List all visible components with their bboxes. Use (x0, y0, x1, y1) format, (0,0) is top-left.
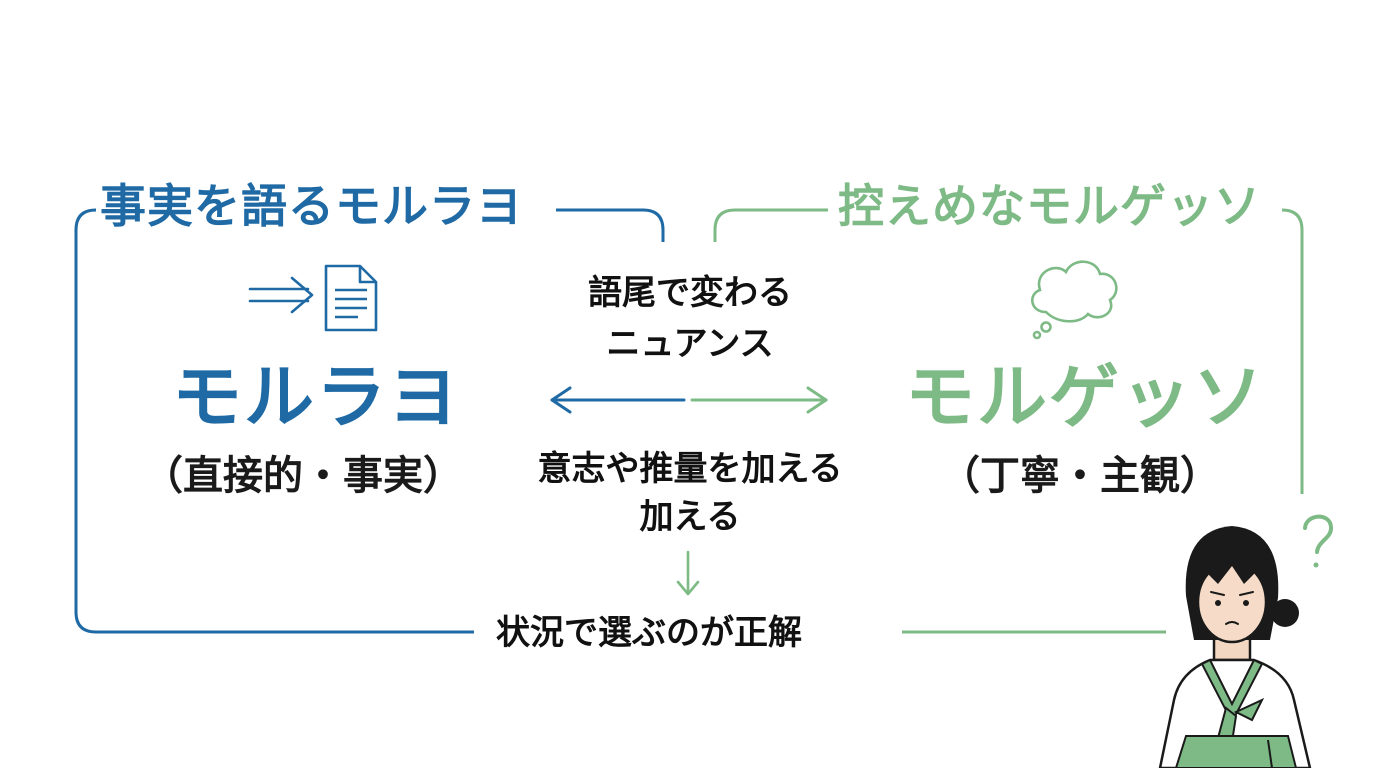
down-arrow (676, 550, 700, 596)
center-text-line-2: ニュアンス (606, 324, 774, 364)
right-sub-label: （丁寧・主観） (940, 453, 1220, 499)
left-main-label: モルラヨ (172, 356, 460, 438)
question-mark-icon (1303, 514, 1333, 568)
bottom-conclusion: 状況で選ぶのが正解 (496, 613, 802, 653)
double-arrow (550, 386, 828, 414)
center-text-line-3: 意志や推量を加える (537, 449, 843, 489)
right-frame-line (1281, 208, 1304, 494)
girl-illustration (1158, 526, 1312, 768)
center-text-line-1: 語尾で変わる (588, 273, 792, 313)
right-panel-title: 控えめなモルゲッソ (838, 179, 1261, 233)
left-panel-title: 事実を語るモルラヨ (100, 179, 523, 233)
thought-cloud-icon (1031, 260, 1118, 340)
left-frame-line (74, 208, 474, 634)
arrow-right-icon (248, 276, 314, 314)
right-main-label: モルゲッソ (905, 356, 1265, 438)
right-frame-top-line (713, 208, 828, 242)
document-icon (324, 264, 378, 332)
center-text-line-4: 加える (639, 497, 741, 537)
left-frame-top-line (556, 208, 665, 242)
left-sub-label: （直接的・事実） (143, 453, 463, 499)
